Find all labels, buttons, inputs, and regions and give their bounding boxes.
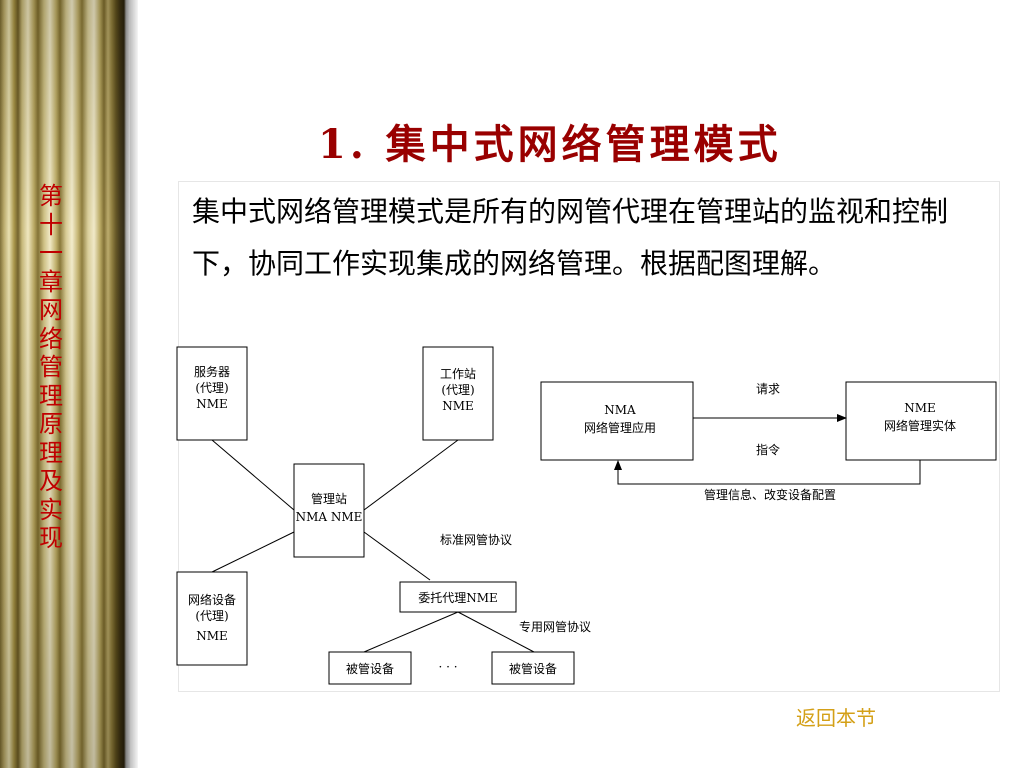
managed-device-1: 被管设备	[328, 651, 412, 685]
netdevice-label: 网络设备	[188, 592, 236, 607]
feedback-arrow	[614, 460, 921, 485]
nma-desc-label: 网络管理应用	[584, 420, 656, 435]
server-nme-label: NME	[196, 397, 228, 411]
station-nma-nme-label: NMA NME	[296, 510, 363, 524]
link-proxy-managed1	[363, 611, 459, 653]
workstation-nme-label: NME	[442, 399, 474, 413]
workstation-agent-box: 工作站 (代理) NME	[422, 346, 494, 441]
chapter-label: 第十一章 网络管理原理及实现	[39, 182, 63, 552]
server-agent-label: (代理)	[195, 381, 228, 395]
netdevice-nme-label: NME	[196, 629, 228, 643]
nme-box: NME 网络管理实体	[845, 381, 997, 461]
managed-device-2-label: 被管设备	[509, 661, 557, 676]
server-label: 服务器	[194, 364, 230, 379]
proxy-label: 委托代理NME	[418, 591, 498, 605]
command-label: 指令	[756, 442, 780, 457]
private-protocol-label: 专用网管协议	[519, 619, 591, 634]
server-agent-box: 服务器 (代理) NME	[176, 346, 248, 441]
managed-device-2: 被管设备	[491, 651, 575, 685]
netdevice-agent-label: (代理)	[195, 609, 228, 623]
link-server-station	[211, 439, 295, 511]
page-title: 1. 集中式网络管理模式	[318, 121, 782, 168]
workstation-agent-label: (代理)	[441, 383, 474, 397]
back-to-section-link[interactable]: 返回本节	[796, 706, 876, 730]
link-station-proxy	[363, 531, 431, 581]
management-station-box: 管理站 NMA NME	[293, 463, 365, 558]
network-device-box: 网络设备 (代理) NME	[176, 571, 248, 666]
link-proxy-managed2	[457, 611, 535, 653]
managed-device-1-label: 被管设备	[346, 661, 394, 676]
sidebar-shadow	[130, 0, 138, 768]
ellipsis-label: · · ·	[438, 660, 457, 674]
link-netdevice-station	[211, 531, 295, 573]
proxy-agent-box: 委托代理NME	[399, 581, 517, 613]
standard-protocol-label: 标准网管协议	[440, 532, 512, 547]
nma-label: NMA	[604, 403, 636, 417]
nme-desc-label: 网络管理实体	[884, 418, 956, 433]
request-label: 请求	[756, 382, 780, 396]
workstation-label: 工作站	[440, 367, 476, 381]
nma-box: NMA 网络管理应用	[540, 381, 694, 461]
station-label: 管理站	[311, 491, 347, 506]
link-workstation-station	[363, 439, 459, 511]
intro-paragraph: 集中式网络管理模式是所有的网管代理在管理站的监视和控制下，协同工作实现集成的网络…	[192, 195, 949, 280]
nme-label: NME	[904, 401, 936, 415]
feedback-label: 管理信息、改变设备配置	[704, 487, 836, 502]
sidebar-decoration	[0, 0, 130, 768]
